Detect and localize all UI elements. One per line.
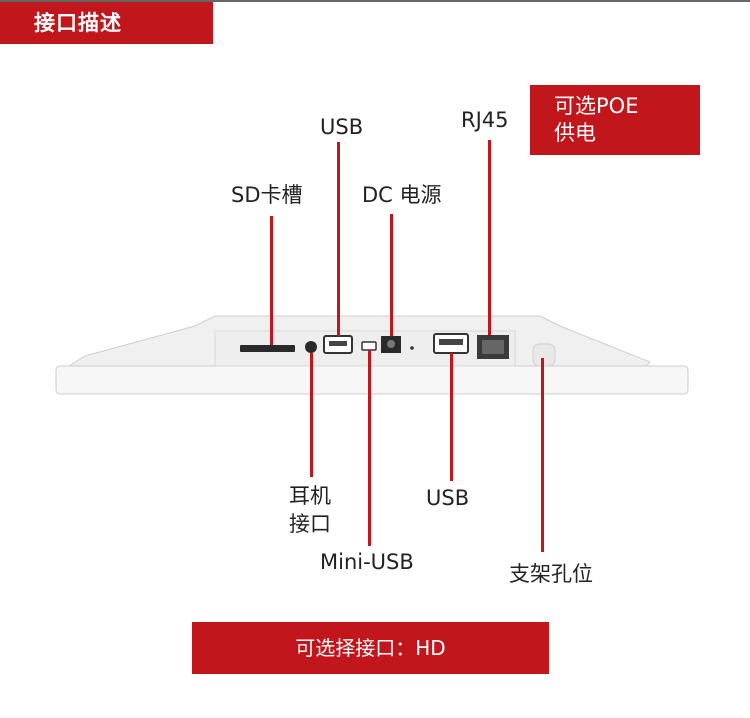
rj45-leader-line xyxy=(488,140,491,335)
earphone-leader-line xyxy=(310,353,313,477)
top-divider xyxy=(0,0,750,2)
label-usb-top: USB xyxy=(320,115,364,139)
poe-line-2: 供电 xyxy=(554,121,596,145)
device-base xyxy=(55,365,689,395)
sd-slot-port xyxy=(240,345,295,352)
label-earphone-2: 接口 xyxy=(289,512,331,536)
label-earphone-1: 耳机 xyxy=(289,484,331,508)
dc-leader-line xyxy=(390,214,393,336)
usb-top-leader-line xyxy=(337,142,340,336)
mini-usb-leader-line xyxy=(368,350,371,546)
indicator-dot xyxy=(410,346,414,350)
label-usb-bottom: USB xyxy=(426,486,470,510)
sd-leader-line xyxy=(270,216,273,345)
stand-hole xyxy=(532,343,556,367)
stand-leader-line xyxy=(541,358,544,552)
label-rj45: RJ45 xyxy=(461,108,509,132)
poe-callout: 可选POE 供电 xyxy=(530,85,700,155)
label-sd-slot: SD卡槽 xyxy=(231,183,303,207)
usb-bottom-leader-line xyxy=(450,353,453,481)
mini-usb-port xyxy=(361,341,377,351)
section-title: 接口描述 xyxy=(0,2,213,44)
earphone-jack-port xyxy=(305,341,317,353)
poe-line-1: 可选POE xyxy=(554,94,639,118)
label-stand-hole: 支架孔位 xyxy=(509,562,593,586)
label-dc-power: DC 电源 xyxy=(362,183,442,207)
label-mini-usb: Mini-USB xyxy=(320,550,414,574)
optional-interface-banner: 可选择接口：HD xyxy=(192,622,549,674)
